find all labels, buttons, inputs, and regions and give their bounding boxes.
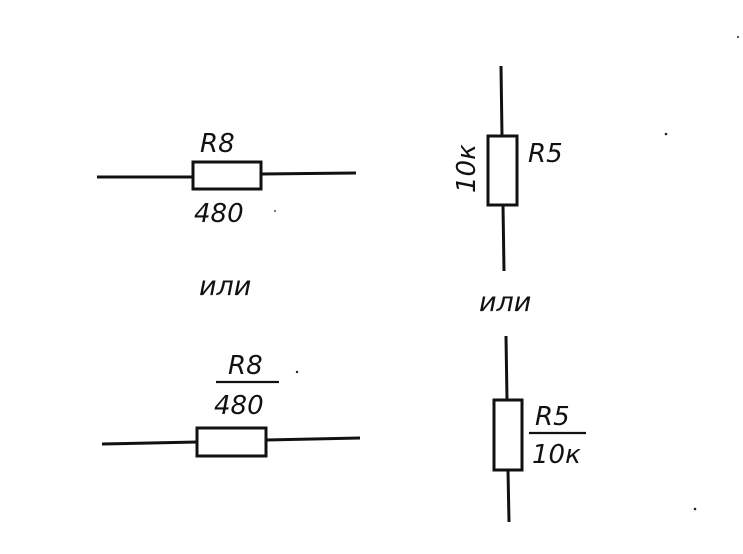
wire-right: [265, 436, 361, 442]
resistor-value-label: 10к: [532, 440, 581, 470]
resistor-value-label: 480: [214, 391, 264, 421]
resistor-ref-label: R8: [228, 351, 263, 381]
wire-top: [504, 335, 509, 401]
scan-speck-marks: [274, 36, 739, 511]
resistor-body: [492, 398, 524, 472]
resistor-ref-label: R5: [528, 139, 563, 169]
resistor-value-label: 10к: [452, 144, 482, 193]
resistor-body: [195, 426, 268, 458]
resistor-vertical-top: R5 10к: [452, 65, 563, 272]
or-label-right: или: [479, 287, 531, 318]
resistor-body: [191, 160, 263, 191]
wire-top: [499, 65, 504, 137]
wire-right: [260, 171, 357, 176]
resistor-body: [486, 134, 519, 207]
wire-bottom: [501, 204, 506, 272]
or-label-left: или: [199, 271, 251, 302]
resistor-ref-label: R8: [200, 129, 235, 159]
resistor-vertical-bottom: R5 10к: [492, 335, 586, 523]
wire-left: [101, 440, 198, 446]
wire-bottom: [506, 469, 511, 523]
resistor-horizontal-bottom: R8 480: [101, 351, 361, 458]
resistor-value-label: 480: [194, 199, 244, 229]
resistor-horizontal-top: R8 480: [97, 129, 357, 229]
resistor-ref-label: R5: [535, 402, 570, 432]
